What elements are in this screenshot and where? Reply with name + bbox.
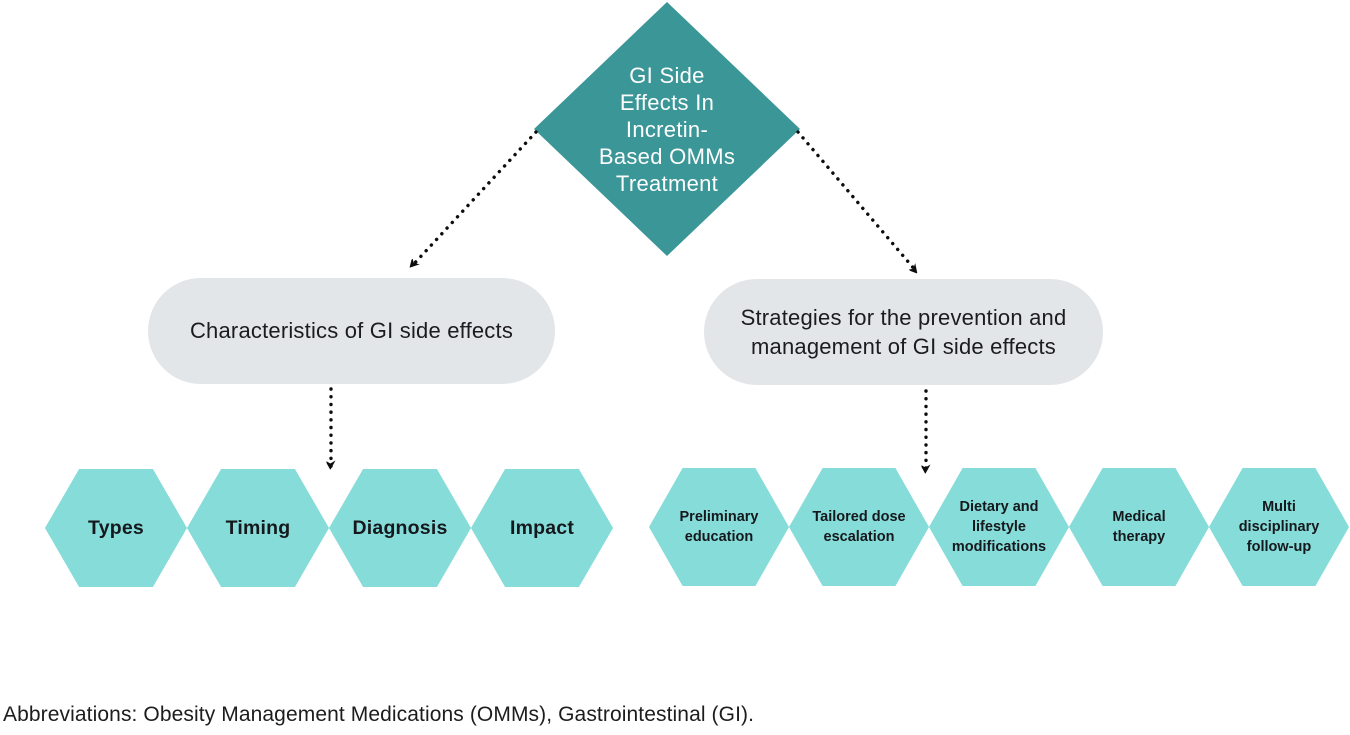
hexagon-types: Types bbox=[45, 469, 187, 587]
branch-strategies-pill: Strategies for the prevention and manage… bbox=[704, 279, 1103, 385]
hexagon-label: Medical therapy bbox=[1112, 509, 1166, 545]
root-node-diamond: GI Side Effects In Incretin- Based OMMs … bbox=[534, 2, 800, 256]
hexagon-label: Diagnosis bbox=[352, 516, 448, 539]
hexagon-label: Tailored dose escalation bbox=[812, 509, 906, 545]
root-label-line: Incretin- bbox=[625, 116, 709, 142]
branch-strategies-label: Strategies for the prevention and manage… bbox=[741, 303, 1067, 361]
hexagon-diagnosis: Diagnosis bbox=[329, 469, 471, 587]
hexagon-medical-therapy: Medical therapy bbox=[1069, 468, 1209, 586]
root-label-line: Based OMMs bbox=[598, 143, 736, 169]
hexagon-dietary-lifestyle-modifications: Dietary and lifestyle modifications bbox=[929, 468, 1069, 586]
branch-strategies-line: management of GI side effects bbox=[750, 334, 1056, 359]
hexagon-label: Impact bbox=[509, 516, 575, 539]
hexagon-label: Multi disciplinary follow-up bbox=[1238, 499, 1320, 555]
connector-root-to-strategies bbox=[796, 130, 918, 271]
root-label-line: Effects In bbox=[619, 89, 715, 115]
hexagon-preliminary-education: Preliminary education bbox=[649, 468, 789, 586]
hexagon-impact: Impact bbox=[471, 469, 613, 587]
hexagon-label: Preliminary education bbox=[679, 509, 759, 545]
hexagon-tailored-dose-escalation: Tailored dose escalation bbox=[789, 468, 929, 586]
hexagon-multidisciplinary-follow-up: Multi disciplinary follow-up bbox=[1209, 468, 1349, 586]
root-node-label: GI Side Effects In Incretin- Based OMMs … bbox=[599, 62, 735, 197]
hexagon-timing: Timing bbox=[187, 469, 329, 587]
abbreviations-footnote: Abbreviations: Obesity Management Medica… bbox=[3, 703, 755, 726]
hexagon-label: Timing bbox=[225, 516, 291, 539]
branch-strategies-line: Strategies for the prevention and bbox=[740, 305, 1067, 330]
hexagon-label: Dietary and lifestyle modifications bbox=[951, 499, 1047, 555]
hexagon-label: Types bbox=[88, 516, 144, 539]
root-label-line: GI Side bbox=[629, 62, 705, 88]
root-label-line: Treatment bbox=[615, 170, 719, 196]
connector-root-to-characteristics bbox=[412, 130, 538, 268]
branch-characteristics-pill: Characteristics of GI side effects bbox=[148, 278, 555, 384]
